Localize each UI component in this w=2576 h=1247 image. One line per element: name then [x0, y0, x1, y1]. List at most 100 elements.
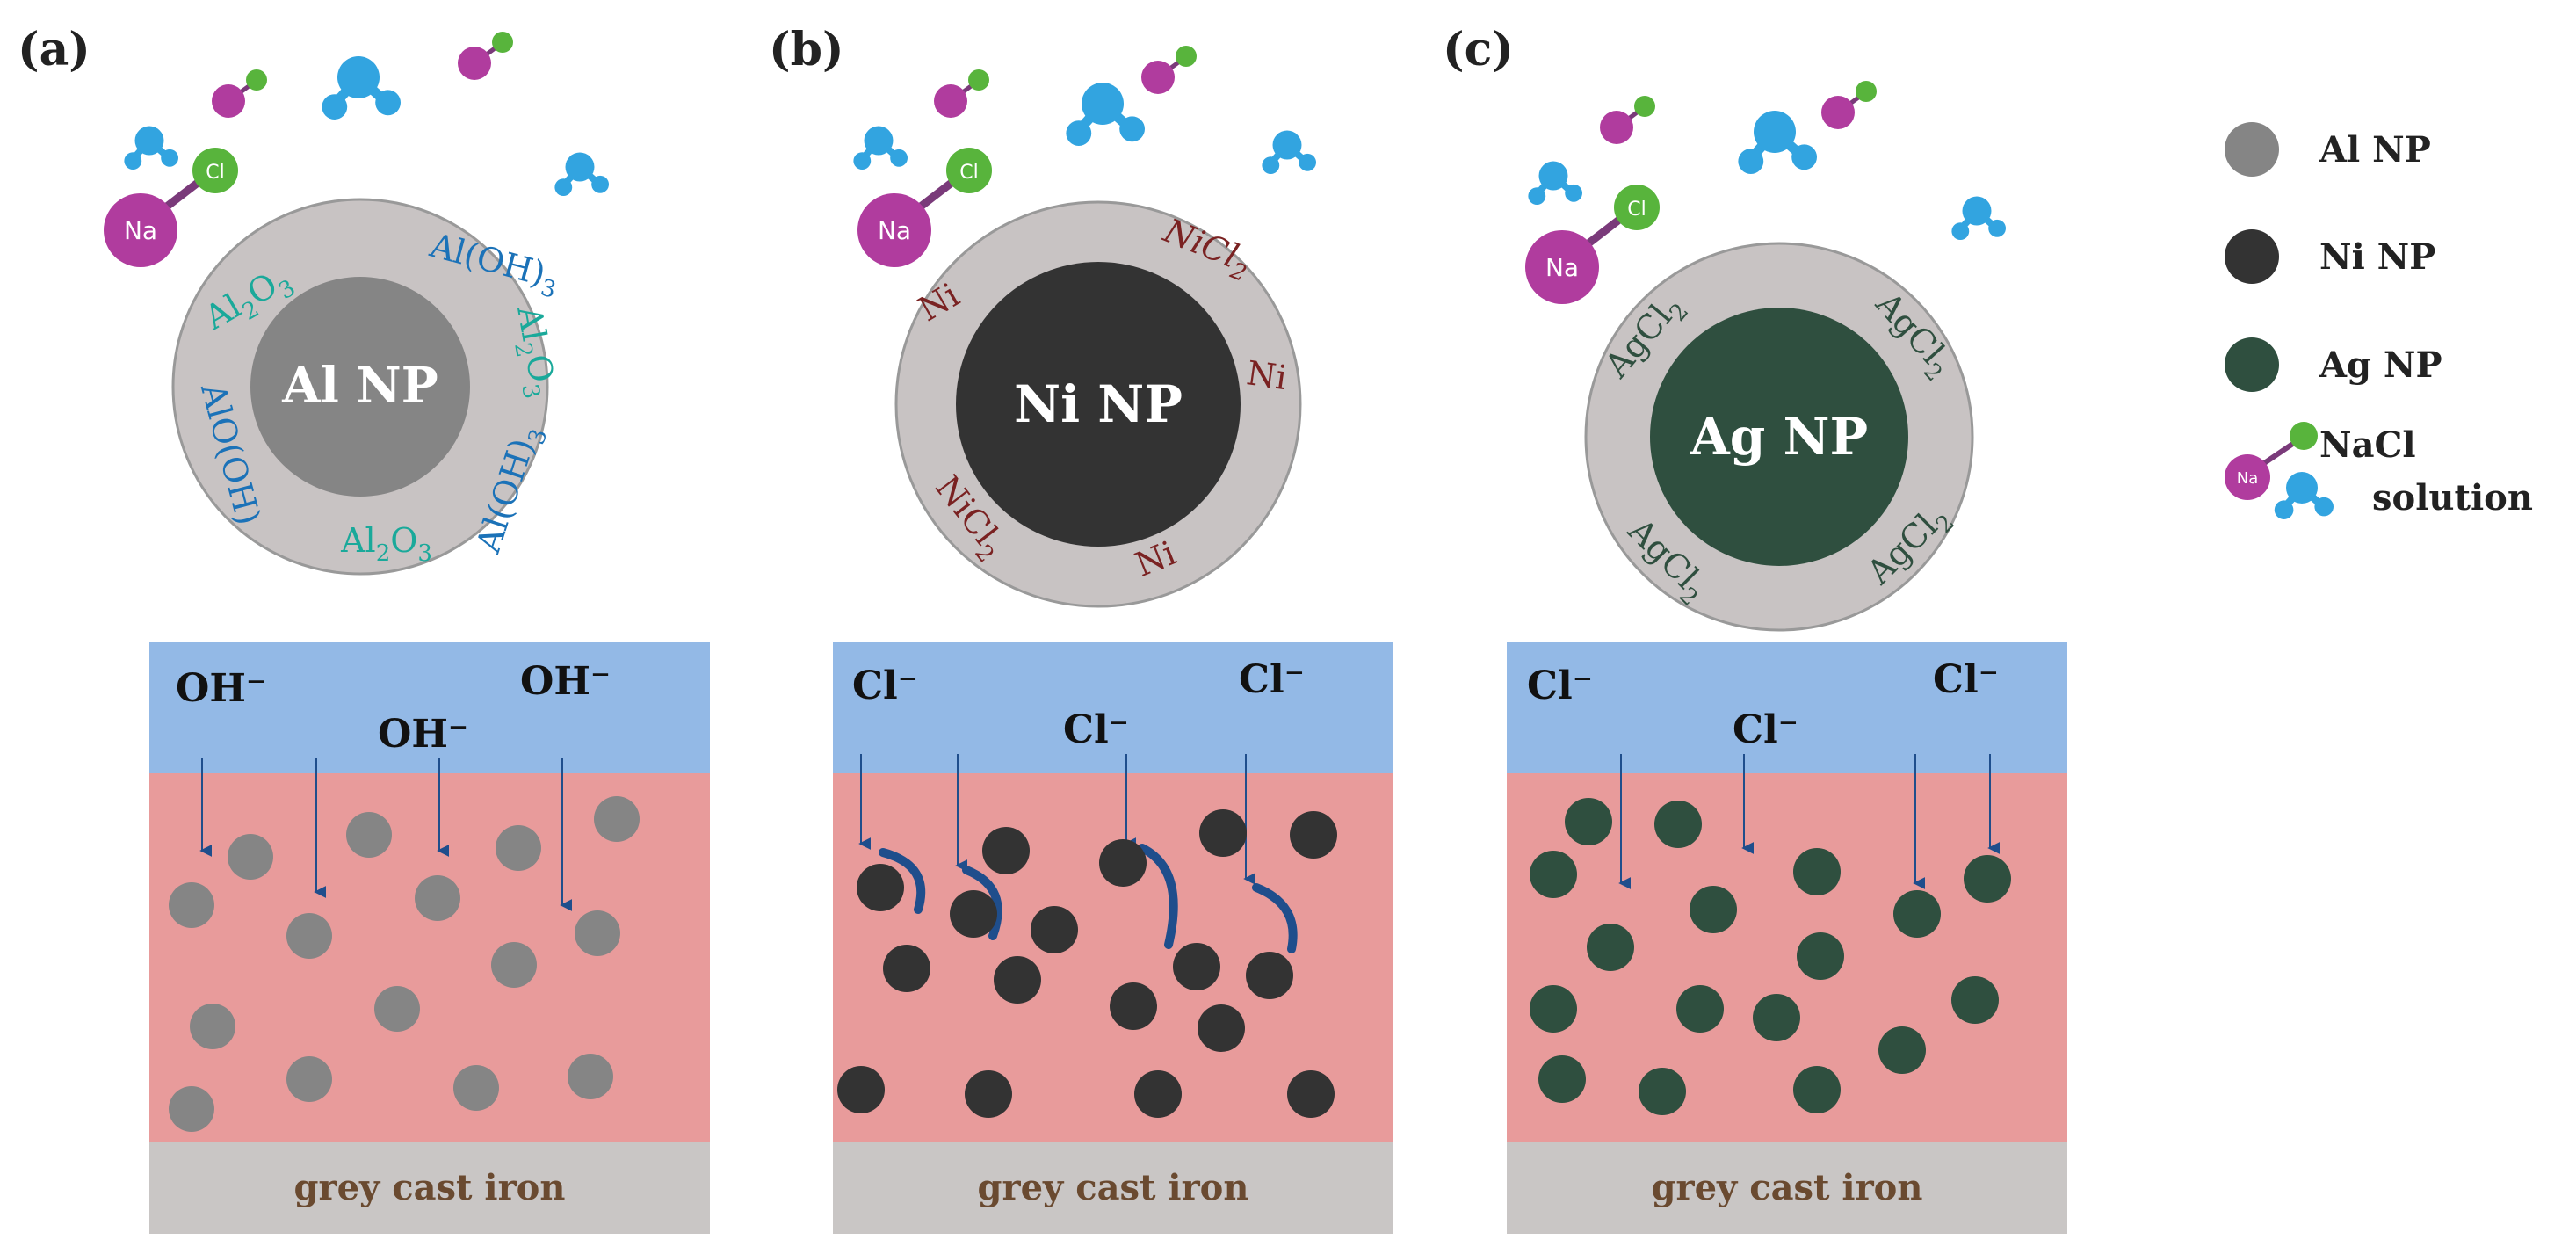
al-particle [346, 812, 392, 858]
ion-label-a2: OH⁻ [378, 712, 468, 757]
al-particle [169, 1086, 214, 1132]
ag-particle [1793, 848, 1841, 895]
nacl-molecule-c: Na Cl [1525, 185, 1660, 304]
legend-label-ni: Ni NP [2319, 236, 2435, 278]
na-atom [104, 193, 177, 267]
ag-particle [1797, 932, 1844, 980]
ag-particle [1753, 994, 1800, 1041]
panel-label-a: (a) [18, 23, 90, 76]
na-label: Na [878, 216, 911, 245]
al-particle [453, 1065, 499, 1111]
ni-particle [1031, 906, 1078, 953]
core-ag [1650, 308, 1908, 566]
cl-label: Cl [206, 162, 224, 184]
na-label: Na [1545, 253, 1579, 282]
panel-c: (c) Na Cl Ag NP AgCl2 AgCl2 AgCl2 AgCl2 [1443, 23, 2067, 1234]
curved-arrow [1252, 883, 1298, 953]
ni-particle [1246, 952, 1293, 999]
al-particle [415, 875, 460, 921]
panel-label-b: (b) [769, 23, 844, 76]
panel-b: (b) Na Cl Ni NP NiCl2 Ni Ni NiCl2 Ni [769, 23, 1393, 1234]
cl-label: Cl [1627, 199, 1646, 221]
nacl-small-b1 [934, 69, 989, 118]
water-molecule-a1 [322, 56, 401, 120]
ag-particle [1654, 801, 1702, 848]
al-particle [169, 882, 214, 928]
solution-layer-b [833, 642, 1393, 773]
svg-text:Al2O3: Al2O3 [503, 302, 563, 401]
ni-particle [965, 1070, 1012, 1118]
cl-atom [192, 148, 238, 193]
al-particle [228, 834, 273, 880]
ion-label-a1: OH⁻ [176, 666, 266, 711]
ion-label-b2: Cl⁻ [1063, 707, 1129, 752]
nacl-small-a2 [458, 32, 513, 80]
na-label: Na [124, 216, 157, 245]
arrows-b [858, 754, 1256, 885]
substrate-label-b: grey cast iron [978, 1167, 1249, 1208]
ni-particle [994, 956, 1041, 1004]
deflection-arrows-b [879, 844, 1298, 953]
al-particle [286, 1056, 332, 1102]
ag-particle [1793, 1066, 1841, 1113]
core-label-a: Al NP [281, 357, 438, 415]
legend: Al NP Ni NP Ag NP Na NaCl solution [2225, 122, 2533, 519]
ni-particle [1287, 1070, 1335, 1118]
particles-c [1530, 798, 2011, 1115]
cl-atom [946, 148, 992, 193]
legend-label-nacl-1: NaCl [2319, 424, 2416, 466]
ion-label-b3: Cl⁻ [1239, 657, 1305, 702]
ni-particle [1199, 809, 1247, 857]
nacl-small-c2 [1821, 81, 1877, 129]
arrows-a [199, 758, 573, 911]
panel-label-c: (c) [1443, 23, 1514, 76]
ni-particle [857, 864, 904, 911]
core-label-c: Ag NP [1690, 407, 1868, 467]
cl-label: Cl [959, 162, 978, 184]
shell-label-a3: Al2O3 [503, 302, 563, 401]
ni-particle [1173, 943, 1220, 990]
ion-label-a3: OH⁻ [520, 659, 611, 704]
legend-label-al: Al NP [2319, 129, 2431, 170]
iron-layer-c [1507, 1142, 2067, 1234]
al-particle [491, 942, 537, 988]
na-atom [1525, 230, 1599, 304]
nacl-molecule-a: Na Cl [104, 148, 238, 267]
curved-arrow [962, 866, 1002, 940]
ni-particle [950, 890, 997, 938]
ni-particle [1198, 1004, 1245, 1052]
solution-layer-a [149, 642, 710, 773]
nacl-small-b2 [1141, 46, 1197, 94]
curved-arrow [879, 848, 926, 914]
water-molecule-c2 [1528, 162, 1582, 206]
shell-label-a5: Al2O3 [340, 521, 432, 567]
ni-particle [982, 827, 1030, 874]
water-molecule-c1 [1738, 111, 1817, 174]
ag-particle [1639, 1068, 1686, 1115]
legend-swatch-ag [2225, 337, 2279, 392]
ag-particle [1690, 886, 1737, 933]
water-molecule-b2 [853, 127, 908, 170]
solution-layer-c [1507, 642, 2067, 773]
ag-particle [1951, 976, 1999, 1024]
core-al [250, 277, 470, 497]
particles-a [169, 796, 640, 1132]
ag-particle [1964, 855, 2011, 903]
arrows-c [1618, 754, 2001, 889]
substrate-label-a: grey cast iron [294, 1167, 566, 1208]
al-particle [575, 910, 620, 956]
substrate-label-c: grey cast iron [1652, 1167, 1923, 1208]
legend-na-label: Na [2237, 469, 2259, 488]
ni-particle [837, 1066, 885, 1113]
ni-particle [883, 945, 930, 992]
al-particle [190, 1004, 235, 1049]
iron-layer-b [833, 1142, 1393, 1234]
curved-arrow [1138, 844, 1178, 949]
water-molecule-c3 [1951, 197, 2006, 241]
ag-particle [1565, 798, 1612, 845]
legend-label-ag: Ag NP [2319, 344, 2442, 386]
nacl-small-a1 [212, 69, 267, 118]
svg-text:Ni: Ni [1244, 353, 1289, 397]
cl-atom [1614, 185, 1660, 230]
